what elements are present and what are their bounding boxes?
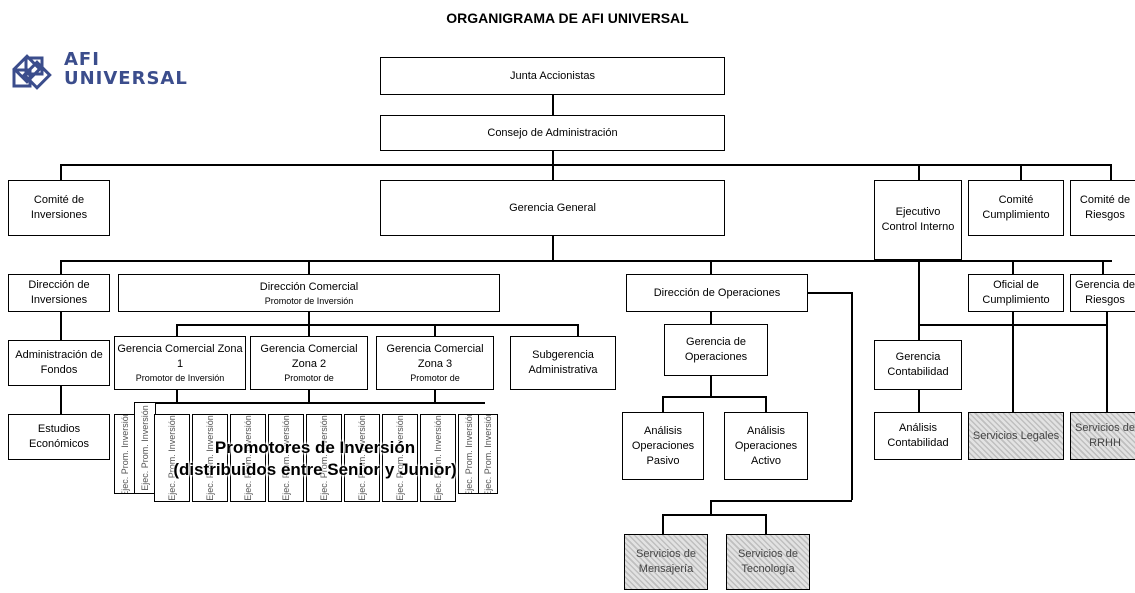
promotor-box: Ejec. Prom. Inversión: [268, 414, 304, 502]
connector-line: [662, 396, 766, 398]
connector-line: [60, 312, 62, 340]
direccion-operaciones-box: Dirección de Operaciones: [626, 274, 808, 312]
connector-line: [710, 376, 712, 396]
connector-line: [662, 396, 664, 412]
connector-line: [60, 164, 1112, 166]
connector-line: [1110, 164, 1112, 180]
promotor-box: Ejec. Prom. Inversión: [382, 414, 418, 502]
oficial-cumplimiento-box: Oficial de Cumplimiento: [968, 274, 1064, 312]
connector-line: [135, 402, 485, 404]
afi-knot-logo-icon: [12, 54, 52, 90]
promotor-box: Ejec. Prom. Inversión: [192, 414, 228, 502]
direccion-inversiones-box: Dirección de Inversiones: [8, 274, 110, 312]
connector-line: [552, 150, 554, 200]
promotor-box: Ejec. Prom. Inversión: [306, 414, 342, 502]
comite-riesgos-box: Comité de Riesgos: [1070, 180, 1135, 236]
consejo-administracion-box: Consejo de Administración: [380, 115, 725, 151]
connector-line: [552, 236, 554, 260]
promotor-box: Ejec. Prom. Inversión: [114, 414, 136, 494]
connector-line: [308, 260, 310, 274]
comite-inversiones-box: Comité de Inversiones: [8, 180, 110, 236]
comite-cumplimiento-box: Comité Cumplimiento: [968, 180, 1064, 236]
promotor-box: Ejec. Prom. Inversión: [420, 414, 456, 502]
connector-line: [851, 292, 853, 500]
connector-line: [60, 260, 62, 274]
gerencia-operaciones-box: Gerencia de Operaciones: [664, 324, 768, 376]
promotor-box: Ejec. Prom. Inversión: [344, 414, 380, 502]
connector-line: [662, 514, 664, 534]
connector-line: [176, 324, 578, 326]
analisis-operaciones-activo-box: Análisis Operaciones Activo: [724, 412, 808, 480]
connector-line: [710, 312, 712, 324]
logo-text: AFI UNIVERSAL: [64, 49, 188, 89]
connector-line: [60, 164, 62, 180]
analisis-contabilidad-box: Análisis Contabilidad: [874, 412, 962, 460]
estudios-economicos-box: Estudios Económicos: [8, 414, 110, 460]
connector-line: [1102, 260, 1104, 274]
ejecutivo-control-interno-box: Ejecutivo Control Interno: [874, 180, 962, 260]
promotores-label: Promotores de Inversión (distribuidos en…: [173, 438, 457, 479]
connector-line: [308, 324, 310, 336]
connector-line: [1012, 260, 1014, 274]
connector-line: [176, 324, 178, 336]
connector-line: [765, 514, 767, 534]
servicios-tecnologia-box: Servicios de Tecnología: [726, 534, 810, 590]
gerencia-riesgos-box: Gerencia de Riesgos: [1070, 274, 1135, 312]
administracion-fondos-box: Administración de Fondos: [8, 340, 110, 386]
connector-line: [552, 95, 554, 115]
connector-line: [308, 312, 310, 324]
connector-line: [765, 396, 767, 412]
connector-line: [577, 324, 579, 336]
connector-line: [710, 500, 852, 502]
promotor-box: Ejec. Prom. Inversión: [230, 414, 266, 502]
servicios-mensajeria-box: Servicios de Mensajería: [624, 534, 708, 590]
connector-line: [1012, 312, 1014, 412]
connector-line: [662, 514, 766, 516]
promotor-box: Ejec. Prom. Inversión: [154, 414, 190, 502]
subgerencia-administrativa-box: Subgerencia Administrativa: [510, 336, 616, 390]
company-logo: AFI UNIVERSAL: [8, 50, 198, 100]
connector-line: [918, 164, 920, 180]
connector-line: [918, 260, 920, 340]
connector-line: [710, 500, 712, 514]
connector-line: [710, 260, 712, 274]
gerencia-general-box: Gerencia General: [380, 180, 725, 236]
servicios-rrhh-box: Servicios de RRHH: [1070, 412, 1135, 460]
servicios-legales-box: Servicios Legales: [968, 412, 1064, 460]
connector-line: [60, 260, 1112, 262]
promotor-box: Ejec. Prom. Inversión: [478, 414, 498, 494]
connector-line: [434, 324, 436, 336]
page-title: ORGANIGRAMA DE AFI UNIVERSAL: [446, 10, 689, 26]
junta-accionistas-box: Junta Accionistas: [380, 57, 725, 95]
connector-line: [434, 390, 436, 402]
connector-line: [176, 390, 178, 402]
connector-line: [808, 292, 852, 294]
connector-line: [918, 390, 920, 412]
connector-line: [308, 390, 310, 402]
analisis-operaciones-pasivo-box: Análisis Operaciones Pasivo: [622, 412, 704, 480]
gerencia-contabilidad-box: Gerencia Contabilidad: [874, 340, 962, 390]
connector-line: [60, 386, 62, 414]
connector-line: [1020, 164, 1022, 180]
connector-line: [1106, 312, 1108, 412]
